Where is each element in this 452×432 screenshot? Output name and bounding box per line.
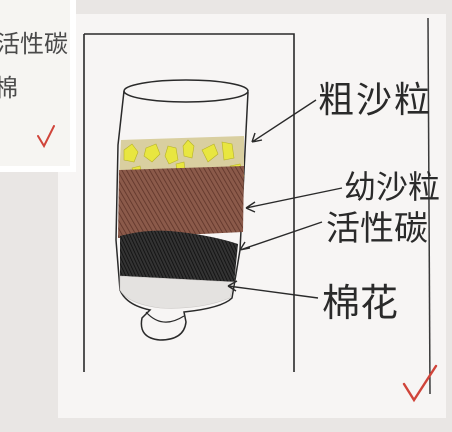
inset-red-check-mark [37,125,55,149]
label-arrows [227,99,343,299]
fine-sand-layer [118,166,244,238]
arrow-coarse-sand [251,99,317,143]
inset-label-line1: 活性碳 [0,30,68,58]
arrow-cotton [227,280,319,299]
label-coarse-sand: 粗沙粒 [318,80,432,121]
arrow-activated-carbon [239,221,323,251]
bottle-body-outline [115,90,249,341]
red-check-mark [402,364,438,403]
bottle-neck-cap [145,311,185,323]
inset-paper [0,0,70,166]
label-cotton: 棉花 [322,281,398,325]
label-fine-sand: 幼沙粒 [344,168,440,206]
arrow-fine-sand [245,187,343,213]
label-activated-carbon: 活性碳 [326,209,428,249]
cotton-layer [119,275,235,309]
inset-label-line2: 棉 [0,74,18,102]
drawn-frame [83,33,295,372]
paper-right-margin-line [427,17,431,395]
inset-photo: 活性碳 棉 [0,0,76,172]
activated-carbon-layer [120,230,238,284]
